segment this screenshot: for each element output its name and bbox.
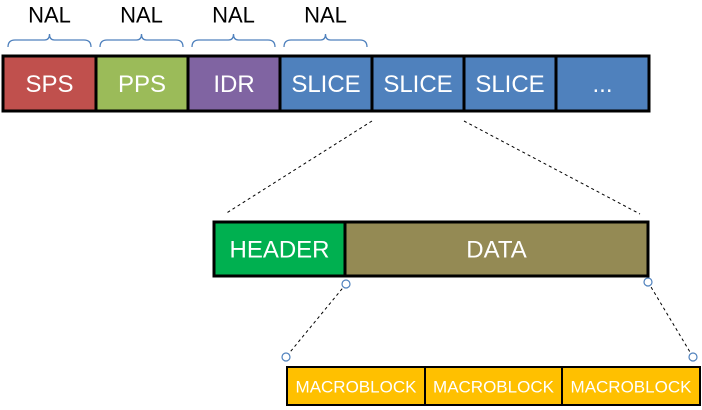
stream-segment: SLICE: [462, 54, 558, 113]
macroblock-box: [561, 366, 701, 406]
macroblock-label: MACROBLOCK: [433, 378, 555, 397]
connector-endpoint: [341, 279, 351, 289]
stream-segment: PPS: [94, 54, 190, 113]
slice-header: HEADER: [212, 220, 347, 278]
zoom-connector-line: [224, 120, 373, 215]
nal-bracket: NAL: [283, 3, 368, 48]
slice-header-label: HEADER: [229, 237, 329, 264]
nal-bracket: NAL: [191, 3, 276, 48]
nal-bracket: NAL: [7, 3, 92, 48]
stream-segment-label: SLICE: [383, 71, 452, 98]
stream-segment: ...: [554, 54, 651, 113]
nal-brackets: NAL NAL NAL NAL: [7, 3, 368, 48]
slice-data-box: [343, 220, 650, 278]
zoom-connector-line: [285, 283, 347, 358]
nal-bracket-label: NAL: [304, 3, 347, 28]
stream-segment: SPS: [1, 54, 98, 113]
zoom-connector-line: [463, 120, 641, 215]
stream-segment-box: [462, 54, 558, 113]
macroblock-label: MACROBLOCK: [296, 378, 418, 397]
macroblock: MACROBLOCK: [561, 366, 701, 406]
zoom-connector-line: [647, 281, 694, 358]
slice-detail-row: HEADER DATA: [212, 220, 650, 278]
stream-segment: SLICE: [278, 54, 374, 113]
stream-segment-label: ...: [592, 71, 612, 98]
curly-brace: [283, 33, 368, 48]
stream-segment-label: SLICE: [475, 71, 544, 98]
nal-bracket-label: NAL: [28, 3, 71, 28]
zoom-connectors: [224, 120, 698, 362]
nal-bracket-label: NAL: [212, 3, 255, 28]
stream-segment-label: SLICE: [291, 71, 360, 98]
stream-segment: SLICE: [370, 54, 466, 113]
macroblock: MACROBLOCK: [286, 366, 426, 406]
macroblock-box: [286, 366, 426, 406]
slice-data: DATA: [343, 220, 650, 278]
stream-segment-label: SPS: [25, 71, 73, 98]
nal-bracket: NAL: [99, 3, 184, 48]
nal-stream-row: SPS PPS IDR SLICE SLICE SLICE...: [1, 54, 651, 113]
stream-segment-box: [554, 54, 651, 113]
connector-endpoint: [688, 352, 698, 362]
stream-segment: IDR: [186, 54, 282, 113]
stream-segment-label: IDR: [213, 71, 254, 98]
curly-brace: [7, 33, 92, 48]
nal-bracket-label: NAL: [120, 3, 163, 28]
macroblock-box: [424, 366, 563, 406]
macroblock: MACROBLOCK: [424, 366, 563, 406]
stream-segment-box: [94, 54, 190, 113]
slice-header-box: [212, 220, 347, 278]
slice-data-label: DATA: [466, 237, 526, 264]
curly-brace: [99, 33, 184, 48]
connector-endpoint: [643, 277, 653, 287]
connector-endpoint: [281, 352, 291, 362]
curly-brace: [191, 33, 276, 48]
stream-segment-label: PPS: [118, 71, 166, 98]
macroblock-label: MACROBLOCK: [571, 378, 693, 397]
stream-segment-box: [186, 54, 282, 113]
stream-segment-box: [370, 54, 466, 113]
macroblock-row: MACROBLOCK MACROBLOCK MACROBLOCK: [286, 366, 701, 406]
stream-segment-box: [1, 54, 98, 113]
